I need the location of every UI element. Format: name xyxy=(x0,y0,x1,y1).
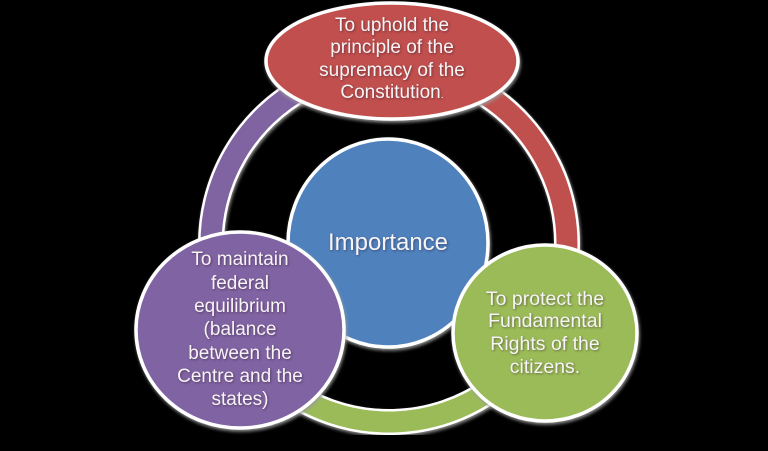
label-line: Constitution. xyxy=(340,82,444,103)
label-line: federal xyxy=(210,272,270,294)
arc-bottom xyxy=(289,381,498,433)
label-line: Fundamental xyxy=(488,310,602,333)
arc-upper-left xyxy=(200,77,311,251)
label-line: To maintain xyxy=(191,249,289,271)
arc-upper-right xyxy=(480,85,578,261)
label-line: To uphold the xyxy=(334,14,450,36)
label-line: Importance xyxy=(327,229,449,256)
label-line: principle of the xyxy=(330,37,454,58)
label-line: equilibrium xyxy=(194,296,286,318)
node-right-fundamental-rights-shape xyxy=(451,243,639,423)
label-line: Centre and the xyxy=(177,365,303,387)
label-line: (balance xyxy=(203,319,277,341)
label-line: between the xyxy=(188,342,292,364)
node-left-federal-equilibrium-shape xyxy=(134,230,346,430)
label-line: states) xyxy=(211,389,269,411)
label-line: Rights of the xyxy=(490,333,600,355)
label-line: To protect the xyxy=(485,287,605,310)
label-line: citizens. xyxy=(509,355,581,378)
label-line-small-suffix: . xyxy=(440,90,444,101)
node-top-supremacy-shape xyxy=(264,1,520,121)
label-line: supremacy of the xyxy=(319,59,465,81)
node-center-importance-label: Importance xyxy=(238,118,538,368)
